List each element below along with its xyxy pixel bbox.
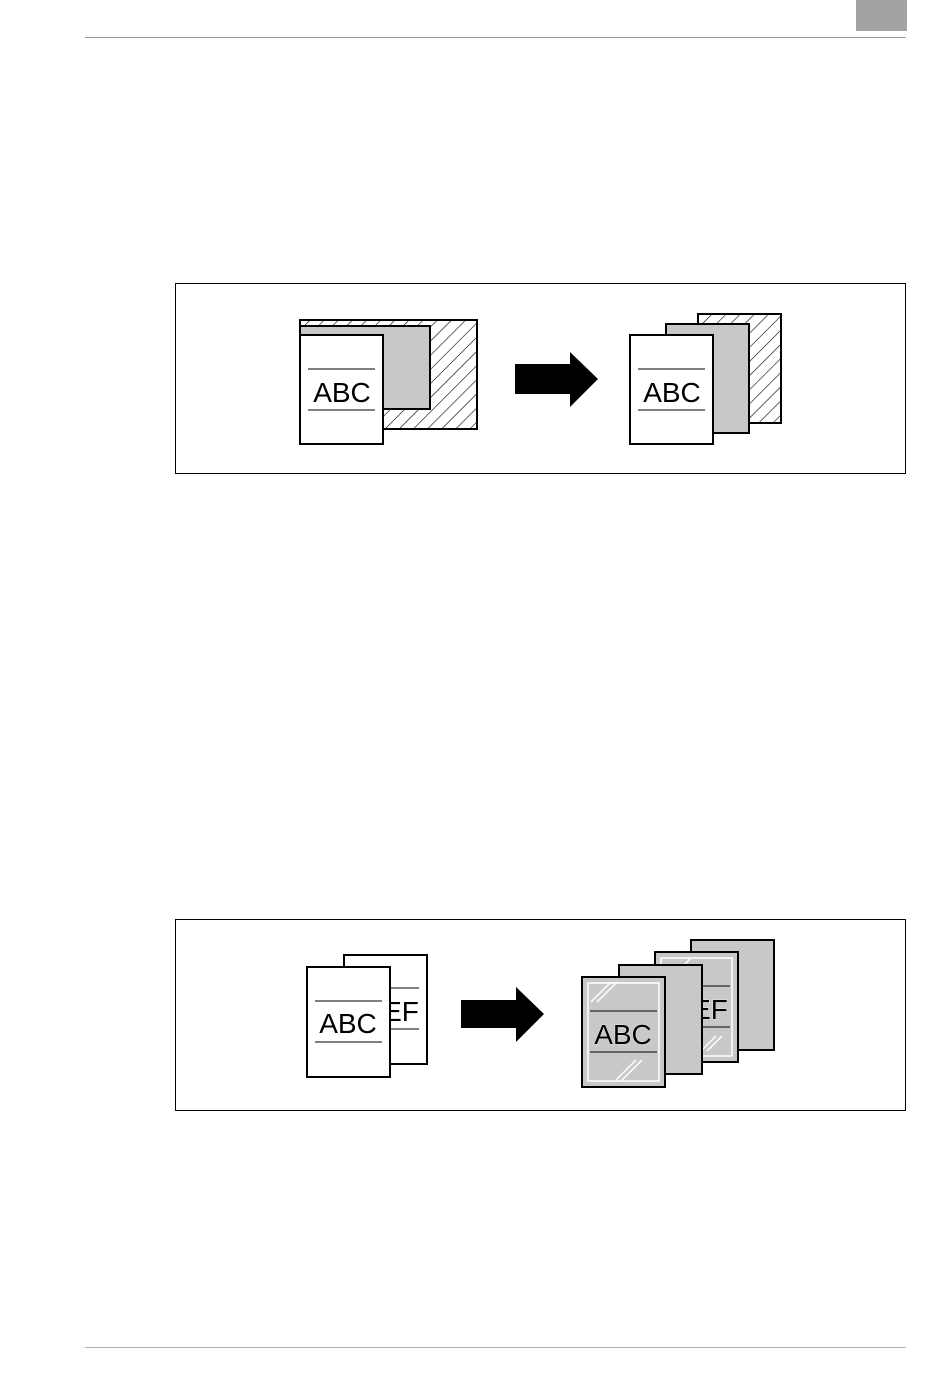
original-stack: ABC (300, 320, 477, 444)
figure-two-page-interleave: EF ABC EF ABC (175, 919, 906, 1111)
result-front-label: ABC (594, 1019, 652, 1050)
chapter-tab (856, 0, 907, 31)
figure-sheet-insertion: ABC ABC (175, 283, 906, 474)
figure-1-illustration: ABC ABC (176, 284, 907, 475)
front-label: ABC (319, 1008, 377, 1039)
figure-2-illustration: EF ABC EF ABC (176, 920, 907, 1112)
result-label: ABC (643, 377, 701, 408)
footer-rule (85, 1347, 906, 1348)
original-label: ABC (313, 377, 371, 408)
result-stack: EF ABC (582, 940, 774, 1087)
arrow-icon (461, 987, 544, 1042)
arrow-icon (515, 352, 598, 407)
original-pair: EF ABC (307, 955, 427, 1077)
header-rule (85, 37, 906, 38)
result-stack: ABC (630, 314, 781, 444)
